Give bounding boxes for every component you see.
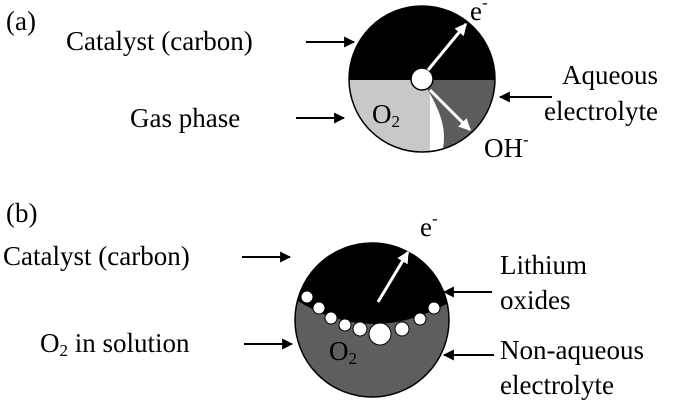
- bubble: [312, 301, 326, 315]
- panel-a-gas-label: Gas phase: [130, 103, 240, 133]
- reaction-site-bubble: [410, 67, 434, 91]
- panel-b-particle: [295, 243, 449, 397]
- panel-b-electron-arrow: [376, 250, 410, 303]
- panel-b-o2-label: O2: [329, 336, 357, 368]
- bubble: [413, 312, 427, 326]
- panel-b-particle-outline: [294, 242, 450, 398]
- panel-a-tag: (a): [6, 6, 36, 36]
- non-aqueous-label-2: electrolyte: [500, 370, 614, 400]
- panel-a-electrolyte-label-1: Aqueous: [562, 60, 658, 90]
- lithium-oxides-label-2: oxides: [500, 285, 571, 315]
- panel-a-electrolyte-label-2: electrolyte: [544, 96, 658, 126]
- panel-a-o2-label: O2: [372, 99, 400, 131]
- panel-b-catalyst-label: Catalyst (carbon): [3, 241, 190, 271]
- bubble: [338, 318, 352, 332]
- panel-b-tag: (b): [6, 198, 37, 228]
- panel-b-o2-solution-label: O2 in solution: [40, 328, 190, 360]
- non-aqueous-label-1: Non-aqueous: [500, 335, 644, 365]
- panel-a-particle-outline: [348, 5, 496, 153]
- hydroxide-arrow: [428, 88, 472, 132]
- panel-a-electron-label: e-: [470, 0, 488, 26]
- panel-a-hydroxide-label: OH-: [484, 130, 529, 163]
- bubble: [427, 301, 441, 315]
- bubble: [368, 322, 392, 346]
- lithium-oxide-bubbles: [300, 290, 441, 346]
- bubble: [352, 321, 368, 337]
- panel-a-catalyst-label: Catalyst (carbon): [66, 26, 253, 56]
- electron-arrow: [426, 23, 468, 71]
- panel-a: (a) O2 e- OH- Catalyst (carbon) Gas phas…: [6, 0, 658, 163]
- bubble: [324, 311, 338, 325]
- bubble: [300, 290, 314, 304]
- lithium-oxides-label-1: Lithium: [500, 250, 587, 280]
- panel-b: (b) O2 e- Catalyst (carbon) O2 in soluti…: [3, 198, 644, 400]
- panel-b-electron-label: e-: [420, 209, 438, 242]
- bubble: [394, 321, 410, 337]
